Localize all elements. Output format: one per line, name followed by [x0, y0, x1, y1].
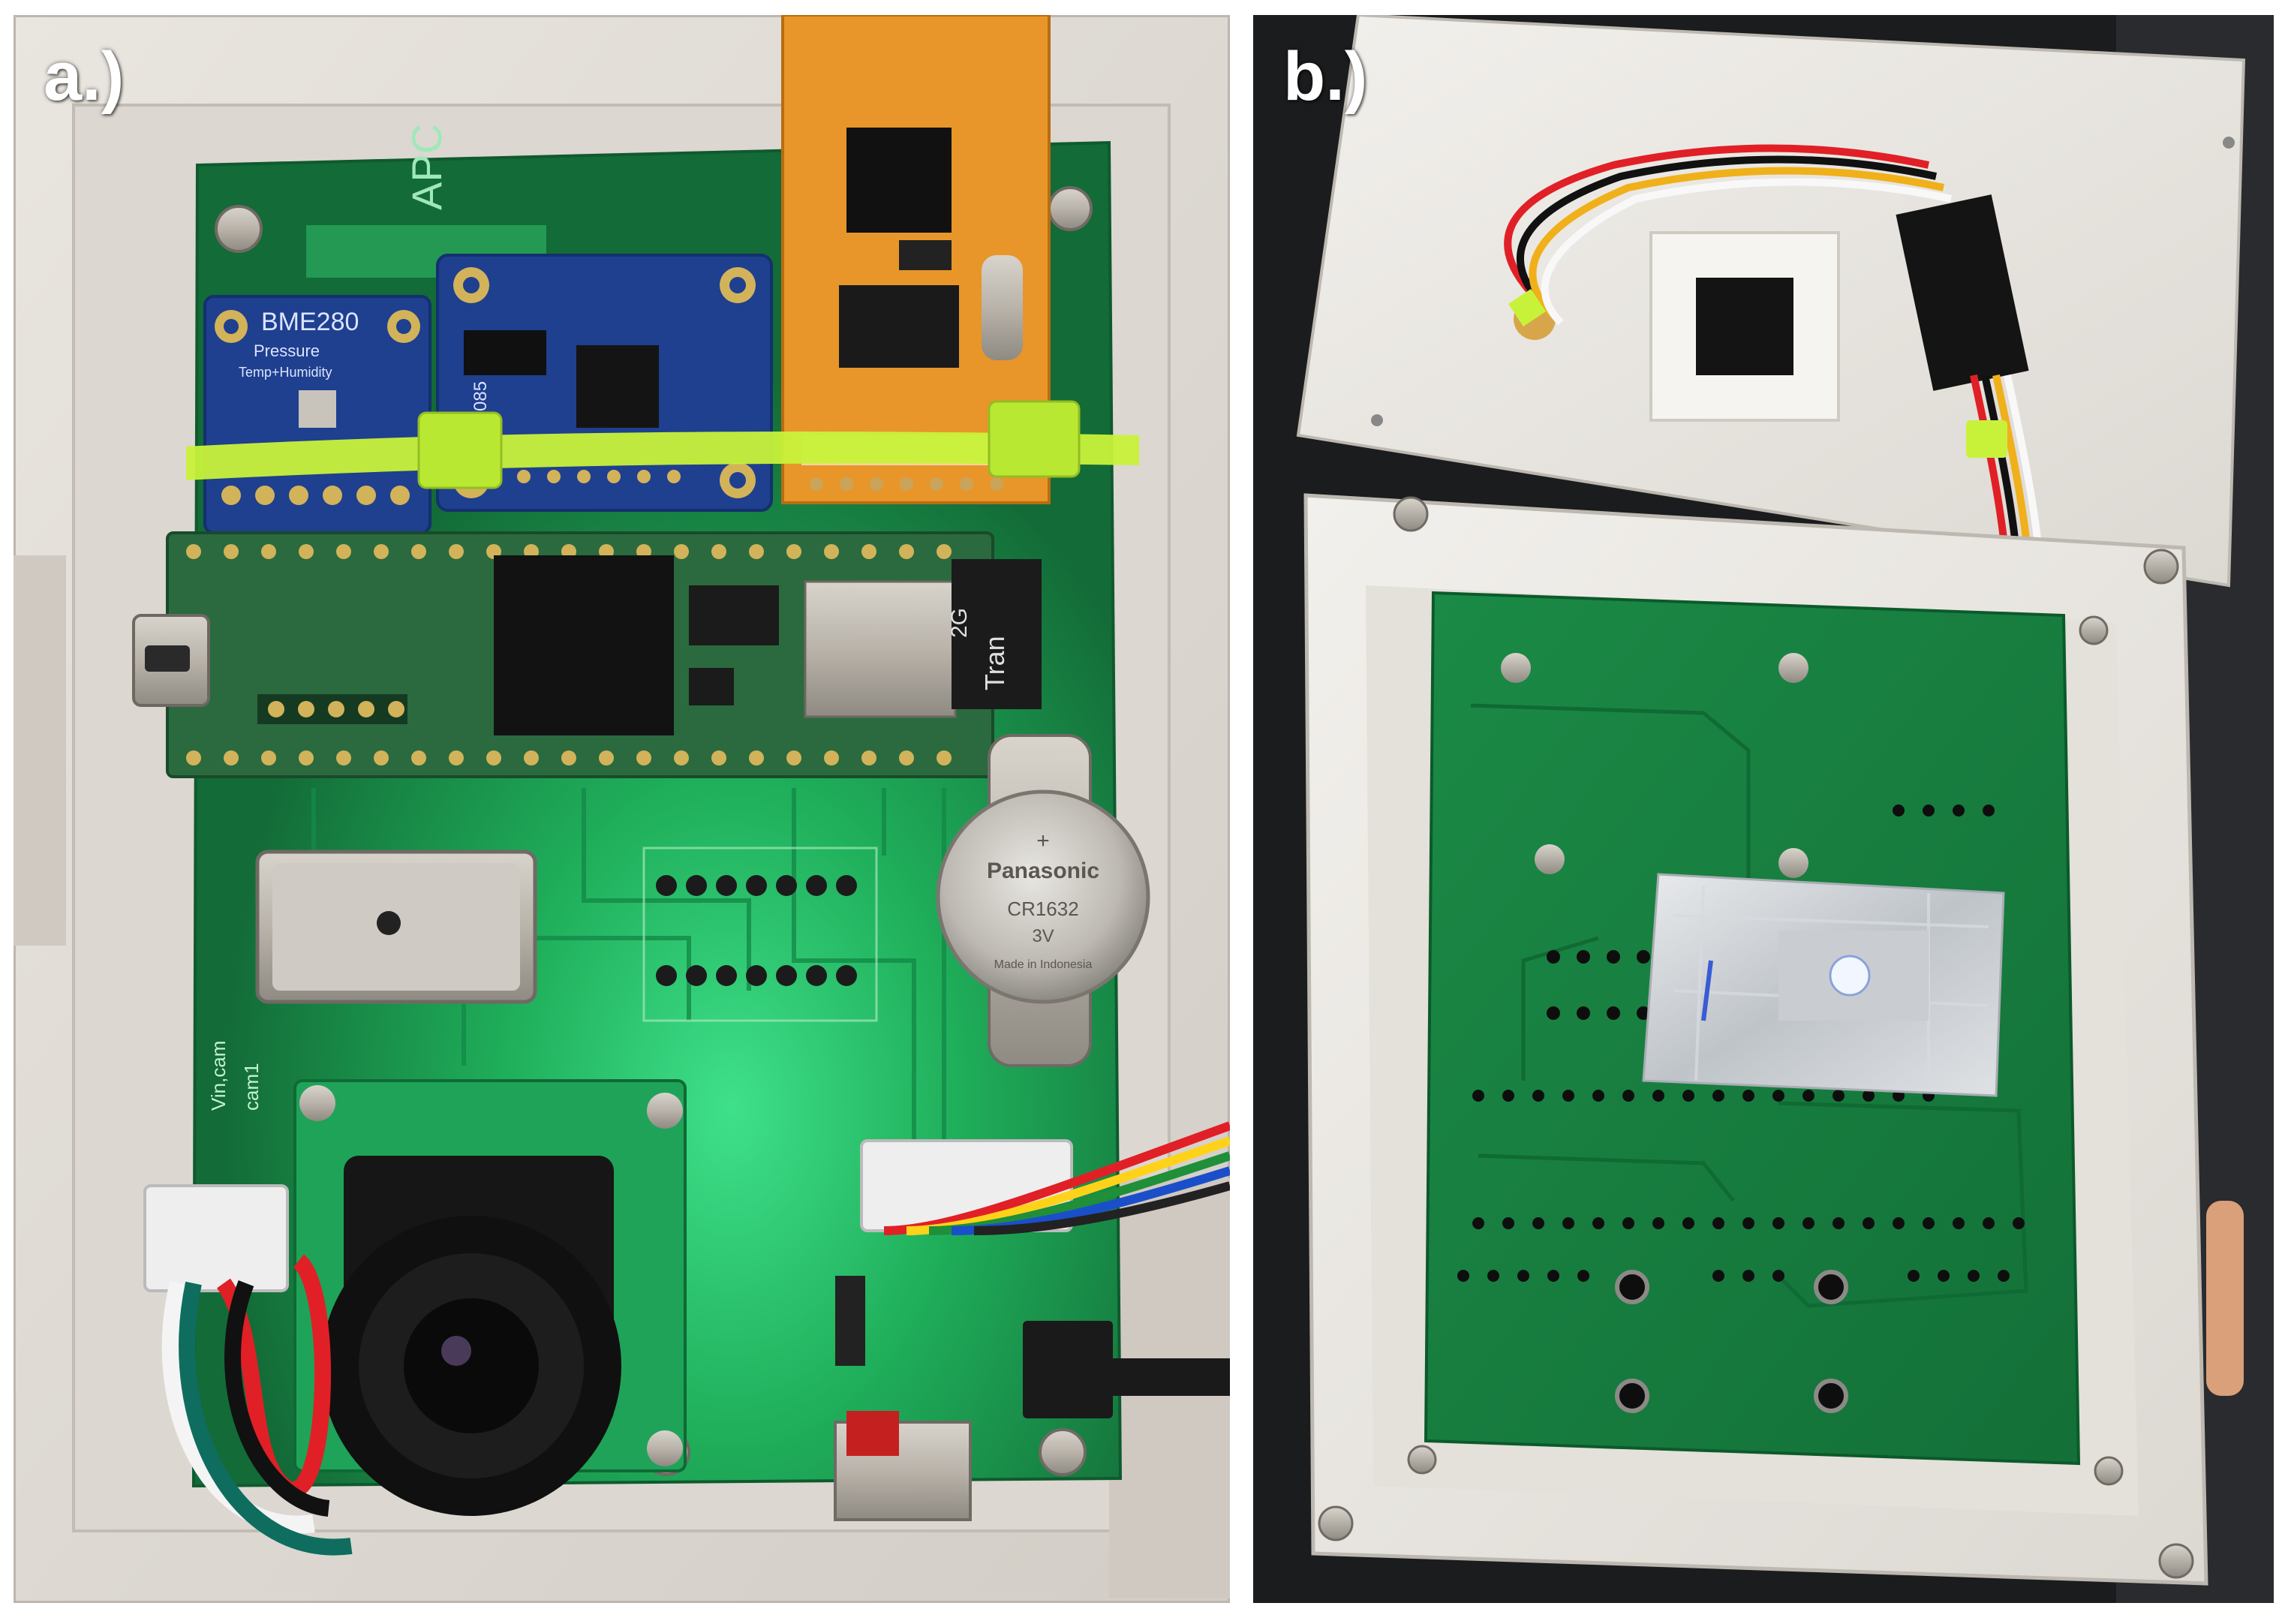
- usb-port-icon: [132, 614, 210, 707]
- camera-cable: [143, 1184, 353, 1556]
- sd-card-text: Tran: [979, 636, 1010, 690]
- power-jack: [834, 1276, 1230, 1521]
- panasonic-coin-cell-icon: [936, 789, 1150, 1004]
- camera-lens-icon: [321, 1216, 621, 1516]
- particle-sensor: [255, 850, 537, 1004]
- microcontroller-board: Tran 2G: [132, 531, 1042, 778]
- coin-cell-model: CR1632: [1007, 898, 1078, 920]
- sd-card-size: 2G: [947, 608, 972, 638]
- copper-tape: [2206, 1201, 2244, 1396]
- bme280-title: BME280: [261, 308, 359, 336]
- zip-tie: [186, 400, 1139, 489]
- bme280-line1: Pressure: [254, 341, 320, 360]
- board-id-label: APC: [403, 124, 450, 210]
- camera-label-1: Vin,cam: [207, 1041, 230, 1111]
- bme280-breakout: BME280 Pressure Temp+Humidity: [203, 295, 431, 534]
- radio-module: [781, 15, 1051, 504]
- bme280-line2: Temp+Humidity: [239, 365, 332, 380]
- photo-panel-b: b.): [1253, 15, 2274, 1603]
- coin-cell-origin: Made in Indonesia: [994, 958, 1093, 971]
- foil-covered-sensor: [1642, 873, 2005, 1097]
- pcb-top-photo: APC BME280 Pressure Temp+Humidity: [14, 15, 1230, 1603]
- pcb-underside: [1424, 591, 2081, 1466]
- photo-panel-a: APC BME280 Pressure Temp+Humidity: [14, 15, 1230, 1603]
- panel-a-label: a.): [44, 38, 125, 115]
- camera-module: Vin,cam cam1: [207, 1041, 687, 1516]
- coin-cell-battery: + Panasonic CR1632 3V Made in Indonesia: [936, 734, 1150, 1067]
- header-pads: [642, 847, 878, 1022]
- pcb-bottom-photo: [1253, 15, 2274, 1603]
- ribbon-cable: [860, 1121, 1230, 1235]
- svg-text:+: +: [1036, 829, 1050, 853]
- coin-cell-voltage: 3V: [1032, 926, 1054, 946]
- camera-label-2: cam1: [240, 1063, 263, 1111]
- panel-b-label: b.): [1283, 38, 1368, 115]
- coin-cell-brand: Panasonic: [987, 859, 1099, 883]
